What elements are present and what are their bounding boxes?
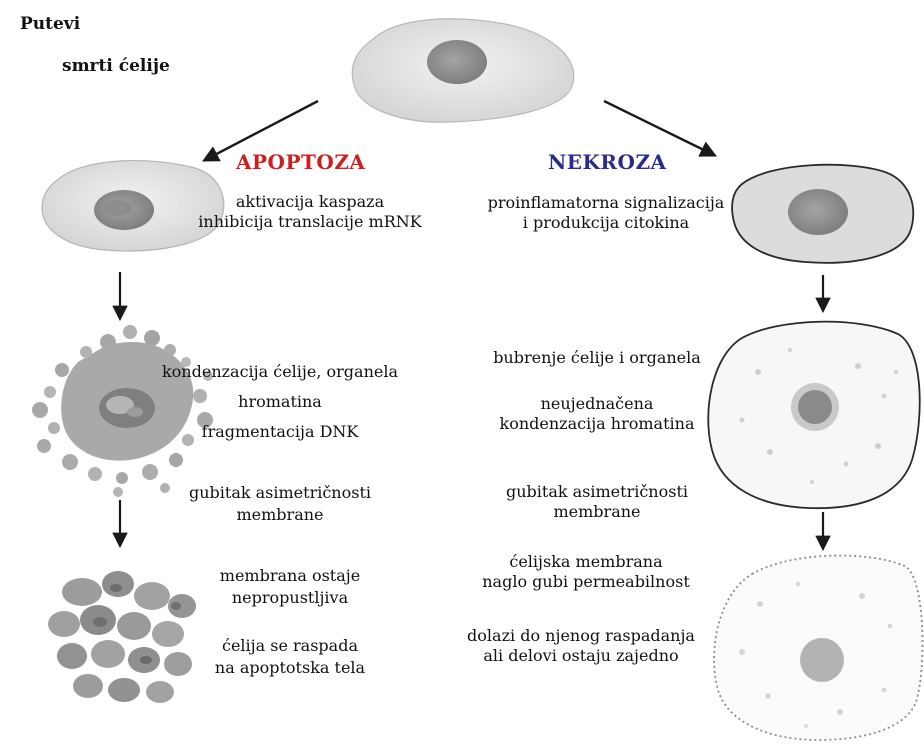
necrosis-step-6-line-2: ali delovi ostaju zajedno bbox=[483, 646, 679, 665]
apoptosis-condensed-cell bbox=[32, 325, 213, 497]
apoptotic-bodies bbox=[48, 571, 196, 703]
necrosis-step-6-line-1: dolazi do njenog raspadanja bbox=[467, 626, 695, 645]
necrosis-step-4-line-1: gubitak asimetričnosti bbox=[505, 482, 688, 501]
necrosis-step-2-line-1: bubrenje ćelije i organela bbox=[493, 348, 701, 367]
necrosis-step-1-line-1: proinflamatorna signalizacija bbox=[487, 193, 725, 212]
apoptosis-step-3-line-1: gubitak asimetričnosti bbox=[188, 483, 371, 502]
necrosis-step-5-line-2: naglo gubi permeabilnost bbox=[482, 572, 690, 591]
apoptosis-step-1-line-1: aktivacija kaspaza bbox=[235, 192, 385, 211]
necrosis-initial-cell bbox=[731, 163, 915, 264]
necrosis-step-3-line-1: neujednačena bbox=[540, 394, 654, 413]
origin-cell bbox=[351, 18, 575, 123]
necrosis-swollen-cell bbox=[707, 320, 921, 510]
diagram-title-line-2: smrti ćelije bbox=[62, 56, 170, 76]
apoptosis-step-2-line-1: kondenzacija ćelije, organela bbox=[161, 362, 399, 381]
apoptosis-step-4-line-2: nepropustljiva bbox=[231, 588, 349, 607]
apoptosis-step-4-line-1: membrana ostaje bbox=[219, 566, 361, 585]
apoptosis-step-2-line-2: hromatina bbox=[238, 392, 322, 411]
diagram-title-line-1: Putevi bbox=[20, 14, 81, 34]
arrow-to-necrosis bbox=[603, 99, 718, 157]
necrosis-step-5-line-1: ćelijska membrana bbox=[509, 552, 663, 571]
necrosis-step-3-line-2: kondenzacija hromatina bbox=[499, 414, 695, 433]
apoptosis-step-5-line-1: ćelija se raspada bbox=[222, 636, 358, 655]
apoptosis-step-5-line-2: na apoptotska tela bbox=[214, 658, 366, 677]
apoptosis-step-2-line-3: fragmentacija DNK bbox=[201, 422, 359, 441]
arrow-to-apoptosis bbox=[202, 99, 319, 162]
necrosis-ruptured-cell bbox=[713, 554, 924, 741]
necrosis-step-4-line-2: membrane bbox=[553, 502, 641, 521]
apoptosis-heading: APOPTOZA bbox=[236, 150, 366, 174]
apoptosis-initial-cell bbox=[41, 159, 225, 252]
necrosis-step-1-line-2: i produkcija citokina bbox=[522, 213, 690, 232]
apoptosis-step-1-line-2: inhibicija translacije mRNK bbox=[198, 212, 422, 231]
apoptosis-step-3-line-2: membrane bbox=[236, 505, 324, 524]
necrosis-heading: NEKROZA bbox=[548, 150, 667, 174]
